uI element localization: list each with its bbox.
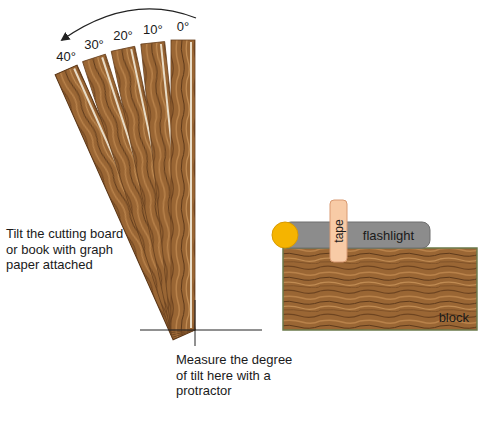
note-text: Tilt the cutting board or book with grap… [6,226,130,273]
angle-label: 0° [177,20,189,33]
node-text: tape [332,219,346,242]
flashlight-lens [272,222,298,248]
base-line [140,330,262,331]
block-shape [283,248,477,330]
angle-label: 30° [84,37,104,50]
note-text: Measure the degree of tilt here with a p… [176,352,300,399]
tilted-boards [55,40,195,340]
flashlight-body [283,222,430,248]
angle-label: 40° [56,50,76,63]
node-text: block [439,310,469,325]
block-node: block [283,248,477,330]
tape-node: tape [330,200,347,262]
angle-label: 10° [143,22,163,35]
node-text: flashlight [363,228,414,243]
tape-strip [330,200,347,262]
flashlight-node: flashlight [347,222,430,248]
pivot-line [195,300,196,346]
angle-label: 20° [113,28,133,41]
